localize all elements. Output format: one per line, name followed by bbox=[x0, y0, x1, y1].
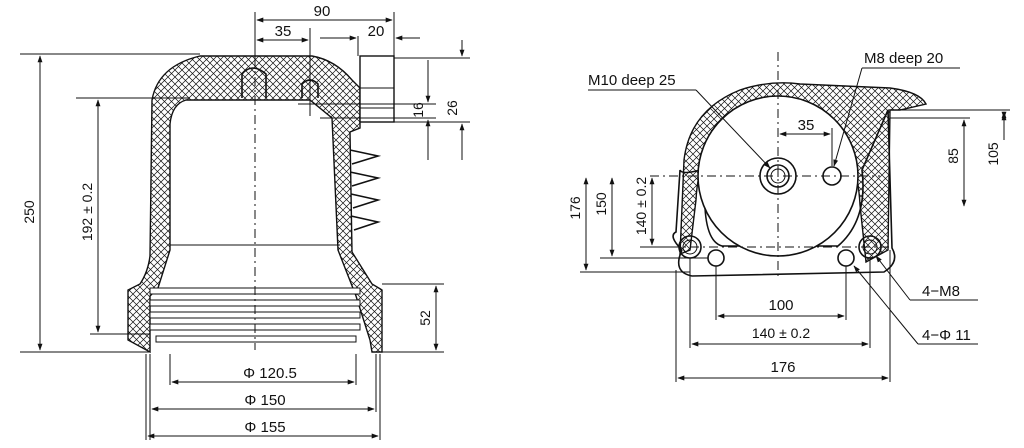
dim-phi-155: Φ 155 bbox=[244, 419, 285, 436]
label-4-m8: 4−M8 bbox=[922, 283, 960, 300]
dim-105: 105 bbox=[985, 142, 1001, 166]
dim-phi-120-5: Φ 120.5 bbox=[243, 365, 297, 382]
dim-176-horizontal: 176 bbox=[770, 359, 795, 376]
top-view: M10 deep 25 M8 deep 20 4−M8 4−Φ 11 35 85… bbox=[567, 50, 1010, 382]
insulator-body-section bbox=[127, 55, 383, 354]
dim-250: 250 bbox=[21, 200, 37, 224]
top-insert-slot bbox=[241, 67, 267, 98]
threaded-rings bbox=[149, 287, 361, 343]
mount-hole-m8-left bbox=[707, 249, 725, 267]
dim-16: 16 bbox=[410, 102, 426, 118]
side-boss bbox=[359, 55, 395, 123]
side-view: 90 35 20 16 26 250 192 ± 0.2 52 Φ 120.5 … bbox=[20, 3, 470, 440]
dim-140-vertical: 140 ± 0.2 bbox=[633, 177, 649, 235]
dim-150: 150 bbox=[593, 192, 609, 216]
dim-35-top: 35 bbox=[798, 117, 815, 134]
dim-192: 192 ± 0.2 bbox=[79, 183, 95, 241]
dim-52: 52 bbox=[417, 310, 433, 326]
dim-phi-150: Φ 150 bbox=[244, 392, 285, 409]
dim-90: 90 bbox=[314, 3, 331, 20]
label-m10-deep-25: M10 deep 25 bbox=[588, 72, 676, 89]
dim-85: 85 bbox=[945, 148, 961, 164]
base-plate bbox=[672, 109, 896, 277]
mount-hole-m8-right bbox=[837, 249, 855, 267]
dim-26: 26 bbox=[444, 100, 460, 116]
label-4-phi11: 4−Φ 11 bbox=[922, 327, 971, 344]
dim-100: 100 bbox=[768, 297, 793, 314]
dim-35: 35 bbox=[275, 23, 292, 40]
sheds bbox=[349, 149, 382, 231]
dim-20: 20 bbox=[368, 23, 385, 40]
dim-140-horizontal: 140 ± 0.2 bbox=[752, 325, 810, 341]
label-m8-deep-20: M8 deep 20 bbox=[864, 50, 943, 67]
dim-176-vertical: 176 bbox=[567, 196, 583, 220]
